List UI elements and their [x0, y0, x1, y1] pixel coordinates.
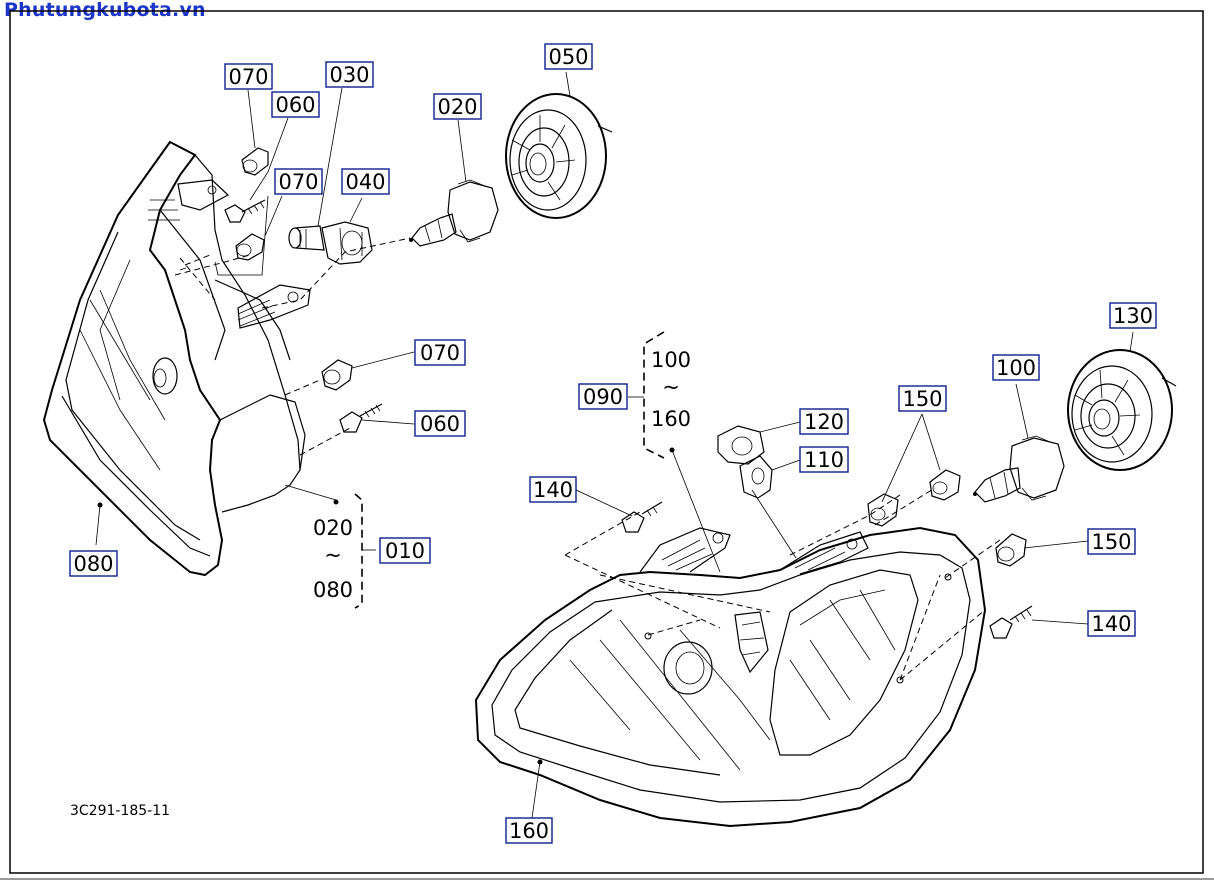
- svg-text:110: 110: [804, 448, 844, 472]
- svg-text:100: 100: [996, 356, 1036, 380]
- diagram-border: [9, 10, 1204, 874]
- cap-050: [505, 93, 613, 219]
- callout-070-top[interactable]: 070: [224, 63, 273, 90]
- callout-130[interactable]: 130: [1109, 302, 1157, 329]
- svg-text:130: 130: [1113, 304, 1153, 328]
- right-headlamp-drawing: [474, 487, 1001, 828]
- bulb-020-h4: [409, 179, 499, 247]
- svg-text:140: 140: [533, 478, 573, 502]
- socket-120: [717, 425, 765, 465]
- socket-cover-150-right: [929, 469, 961, 501]
- callout-080[interactable]: 080: [69, 550, 118, 577]
- svg-text:140: 140: [1091, 612, 1131, 636]
- svg-text:070: 070: [278, 170, 318, 194]
- callout-100[interactable]: 100: [992, 354, 1040, 381]
- svg-text:070: 070: [228, 65, 268, 89]
- svg-text:120: 120: [804, 410, 844, 434]
- cap-130: [1067, 349, 1177, 471]
- callout-160[interactable]: 160: [505, 817, 553, 844]
- bulb-110: [739, 455, 773, 499]
- callout-040[interactable]: 040: [341, 168, 390, 195]
- socket-cover-070-top: [241, 147, 269, 176]
- svg-text:070: 070: [420, 341, 460, 365]
- callout-150-lower[interactable]: 150: [1087, 528, 1136, 555]
- screw-060-lower: [339, 403, 383, 433]
- socket-cover-150-lower: [995, 533, 1027, 567]
- callout-070-lower[interactable]: 070: [414, 339, 466, 366]
- range-left-to: 080: [313, 578, 353, 602]
- socket-040: [321, 221, 373, 265]
- callout-140-right[interactable]: 140: [1087, 610, 1136, 637]
- screw-060-top: [224, 199, 266, 223]
- svg-text:060: 060: [420, 412, 460, 436]
- range-left-from: 020: [313, 516, 353, 540]
- callout-060-top[interactable]: 060: [271, 91, 320, 118]
- left-headlamp-drawing: [42, 140, 411, 577]
- svg-text:040: 040: [345, 170, 385, 194]
- bulb-100-h4: [973, 435, 1065, 503]
- screw-140-left: [621, 501, 663, 533]
- callout-110[interactable]: 110: [799, 446, 849, 473]
- socket-cover-070-lower: [321, 359, 353, 391]
- callout-070-mid[interactable]: 070: [274, 168, 323, 195]
- range-left-tilde: ~: [324, 543, 342, 567]
- callout-120[interactable]: 120: [799, 408, 849, 435]
- callout-010[interactable]: 010: [379, 537, 431, 564]
- svg-text:160: 160: [509, 819, 549, 843]
- drawing-id: 3C291-185-11: [70, 803, 170, 819]
- svg-text:050: 050: [548, 45, 588, 69]
- callout-090[interactable]: 090: [578, 383, 628, 410]
- callout-140-left[interactable]: 140: [529, 476, 577, 503]
- callout-150-top[interactable]: 150: [898, 385, 947, 412]
- svg-text:030: 030: [329, 63, 369, 87]
- callout-030[interactable]: 030: [325, 61, 374, 88]
- socket-cover-070-mid: [235, 233, 265, 261]
- svg-text:010: 010: [385, 539, 425, 563]
- range-right-from: 100: [651, 348, 691, 372]
- range-right-to: 160: [651, 407, 691, 431]
- svg-text:150: 150: [1091, 530, 1131, 554]
- svg-text:150: 150: [902, 387, 942, 411]
- svg-text:080: 080: [73, 552, 113, 576]
- callout-060-lower[interactable]: 060: [414, 410, 466, 437]
- socket-cover-150-left: [867, 493, 899, 527]
- range-right-tilde: ~: [662, 375, 680, 399]
- callout-020[interactable]: 020: [433, 93, 482, 120]
- bulb-030: [288, 225, 325, 251]
- svg-text:090: 090: [583, 385, 623, 409]
- callout-050[interactable]: 050: [544, 43, 593, 70]
- svg-text:020: 020: [437, 95, 477, 119]
- screw-140-right: [989, 605, 1033, 639]
- svg-text:060: 060: [275, 93, 315, 117]
